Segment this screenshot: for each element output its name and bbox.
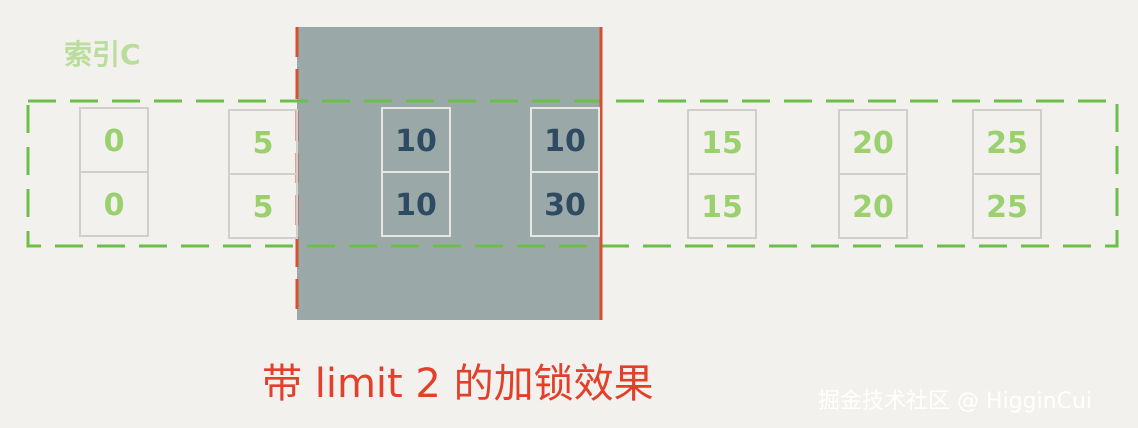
index-value-id: 15 — [701, 190, 743, 225]
index-value-c: 0 — [104, 124, 125, 159]
index-cell-id — [228, 173, 298, 239]
index-cell-id — [381, 171, 451, 237]
index-value-c: 25 — [986, 126, 1028, 161]
index-value-id: 20 — [852, 190, 894, 225]
index-value-c: 20 — [852, 126, 894, 161]
index-value-c: 10 — [395, 124, 437, 159]
index-value-id: 0 — [104, 188, 125, 223]
index-entry: 55 — [228, 109, 298, 239]
index-cell-id — [530, 171, 600, 237]
index-value-c: 15 — [701, 126, 743, 161]
index-entry: 10 10 — [381, 107, 451, 237]
index-cell-id — [79, 171, 149, 237]
index-value-c: 5 — [253, 126, 274, 161]
index-label: 索引C — [64, 38, 141, 71]
index-value-id: 10 — [395, 188, 437, 223]
index-entry: 25 25 — [972, 109, 1042, 239]
index-entry: 00 — [79, 107, 149, 237]
index-dashed-border — [26, 99, 1119, 248]
index-value-id: 5 — [253, 190, 274, 225]
watermark: 掘金技术社区 @ HigginCui — [818, 389, 1092, 414]
index-cell-id — [687, 173, 757, 239]
index-entry: 10 30 — [530, 107, 600, 237]
index-cell-id — [838, 173, 908, 239]
caption: 带 limit 2 的加锁效果 — [262, 361, 654, 407]
index-value-id: 30 — [544, 188, 586, 223]
index-value-c: 10 — [544, 124, 586, 159]
index-value-id: 25 — [986, 190, 1028, 225]
index-cell-id — [972, 173, 1042, 239]
